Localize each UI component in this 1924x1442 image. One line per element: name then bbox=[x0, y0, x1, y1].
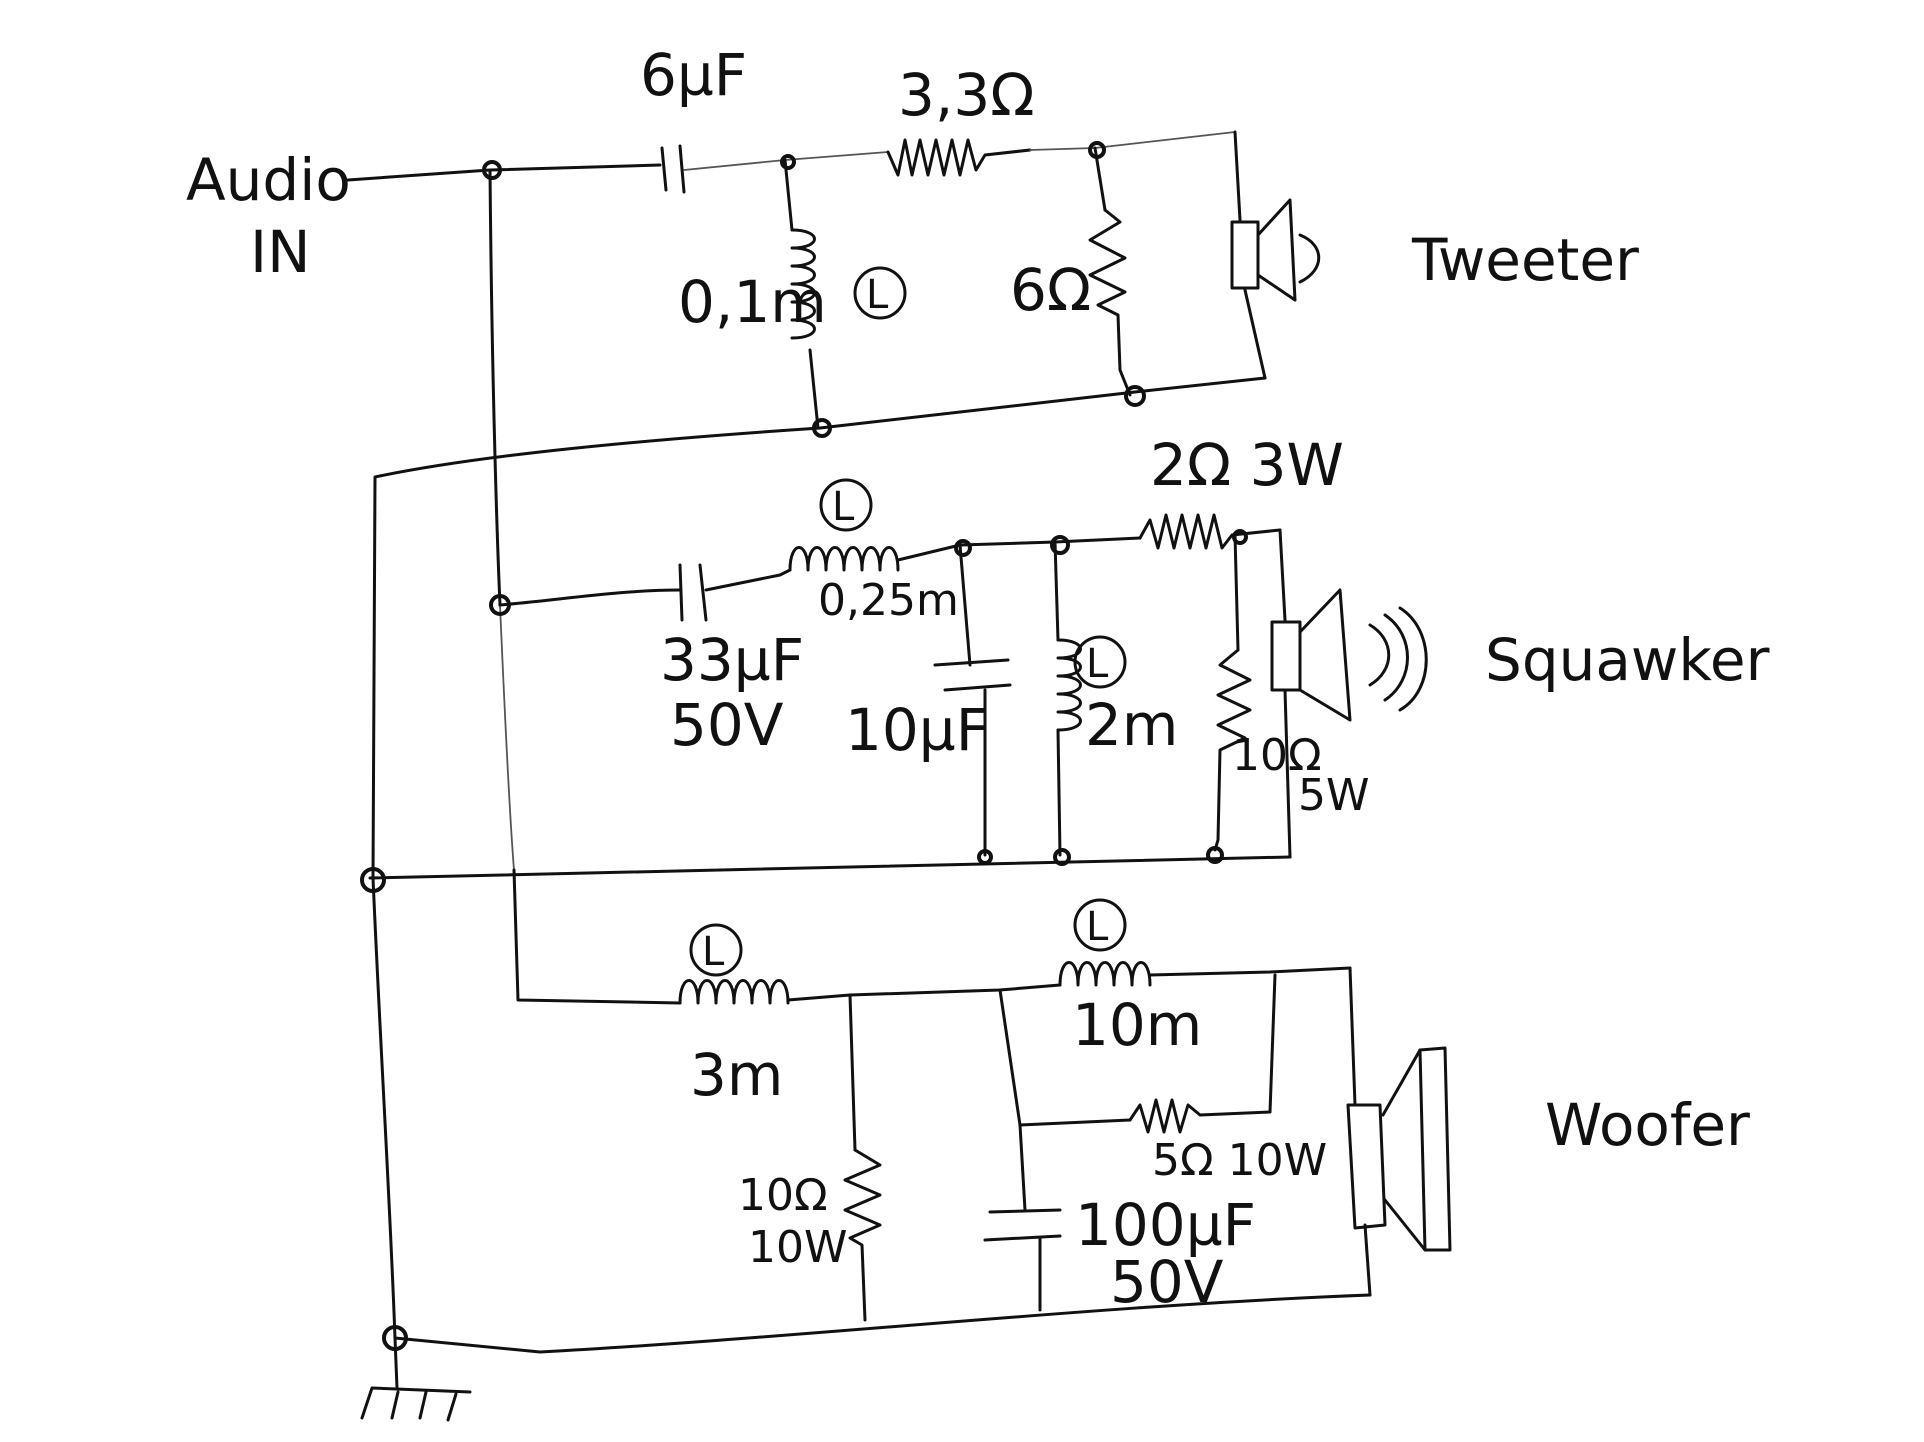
input-label-line1: Audio bbox=[186, 146, 351, 214]
woofer-shunt-capacitor bbox=[983, 1208, 1062, 1242]
woofer-cap-voltage-label: 50V bbox=[1110, 1248, 1224, 1316]
squawker-series-resistor-label: 2Ω 3W bbox=[1150, 431, 1344, 499]
tweeter-series-resistor bbox=[886, 138, 1032, 177]
woofer-cap-value-label: 100µF bbox=[1075, 1191, 1256, 1259]
squawker-shunt-cap-label: 10µF bbox=[845, 696, 989, 764]
svg-text:L: L bbox=[702, 929, 725, 975]
woofer-inductor-1-label: 3m bbox=[690, 1041, 783, 1109]
squawker-shunt-capacitor bbox=[933, 658, 1012, 692]
tweeter-capacitor bbox=[660, 144, 686, 194]
svg-text:L: L bbox=[832, 484, 855, 530]
svg-text:L: L bbox=[1086, 904, 1109, 950]
woofer-series-inductor-1 bbox=[678, 979, 790, 1005]
tweeter-name: Tweeter bbox=[1411, 226, 1639, 294]
woofer-inductor-1-tag: L bbox=[689, 923, 743, 977]
tweeter-cap-label: 6µF bbox=[640, 41, 747, 109]
squawker-series-resistor bbox=[1138, 513, 1282, 550]
tweeter-inductor-tag: L bbox=[853, 266, 907, 320]
junction-nodes bbox=[360, 141, 1248, 1351]
squawker-series-inductor-label: 0,25m bbox=[818, 575, 959, 626]
squawker-section: L L bbox=[498, 478, 1428, 859]
tweeter-section: L bbox=[488, 130, 1321, 430]
svg-text:L: L bbox=[866, 272, 889, 318]
squawker-shunt-resistor-label: 10Ω bbox=[1232, 730, 1322, 781]
input-label-line2: IN bbox=[250, 218, 311, 286]
squawker-series-inductor-tag: L bbox=[819, 478, 873, 532]
woofer-section: L L bbox=[678, 898, 1452, 1322]
signal-bus bbox=[488, 168, 682, 1005]
squawker-cap-value-label: 33µF bbox=[660, 626, 804, 694]
woofer-series-inductor-2 bbox=[1058, 961, 1152, 987]
tweeter-shunt-resistor bbox=[1088, 208, 1132, 397]
input-wire bbox=[346, 168, 492, 182]
squawker-shunt-inductor-tag: L bbox=[1073, 635, 1127, 689]
ground-symbol bbox=[360, 1336, 472, 1422]
woofer-parallel-resistor-label: 5Ω 10W bbox=[1152, 1135, 1327, 1186]
woofer-parallel-resistor bbox=[1128, 1098, 1272, 1134]
squawker-speaker-icon bbox=[1270, 588, 1428, 722]
squawker-series-inductor bbox=[788, 546, 900, 572]
tweeter-series-resistor-label: 3,3Ω bbox=[898, 61, 1035, 129]
squawker-shunt-inductor-label: 2m bbox=[1085, 691, 1178, 759]
woofer-shunt-resistor-value-label: 10Ω bbox=[738, 1170, 828, 1221]
woofer-speaker-icon bbox=[1346, 1046, 1452, 1252]
tweeter-speaker-icon bbox=[1230, 198, 1321, 302]
ground-bus bbox=[368, 426, 1372, 1354]
tweeter-inductor-label: 0,1m bbox=[678, 268, 827, 336]
squawker-capacitor bbox=[678, 563, 708, 622]
woofer-shunt-resistor-power-label: 10W bbox=[748, 1222, 848, 1273]
squawker-shunt-resistor bbox=[1213, 648, 1252, 852]
woofer-inductor-2-tag: L bbox=[1073, 898, 1127, 952]
woofer-shunt-resistor bbox=[843, 1148, 882, 1322]
tweeter-shunt-inductor bbox=[790, 228, 816, 340]
squawker-cap-voltage-label: 50V bbox=[670, 691, 784, 759]
svg-text:L: L bbox=[1086, 641, 1109, 687]
tweeter-shunt-resistor-label: 6Ω bbox=[1010, 256, 1091, 324]
woofer-name: Woofer bbox=[1545, 1091, 1750, 1159]
squawker-name: Squawker bbox=[1485, 626, 1770, 694]
squawker-shunt-resistor-power-label: 5W bbox=[1298, 770, 1370, 821]
woofer-inductor-2-label: 10m bbox=[1072, 991, 1202, 1059]
squawker-shunt-inductor bbox=[1056, 638, 1082, 732]
